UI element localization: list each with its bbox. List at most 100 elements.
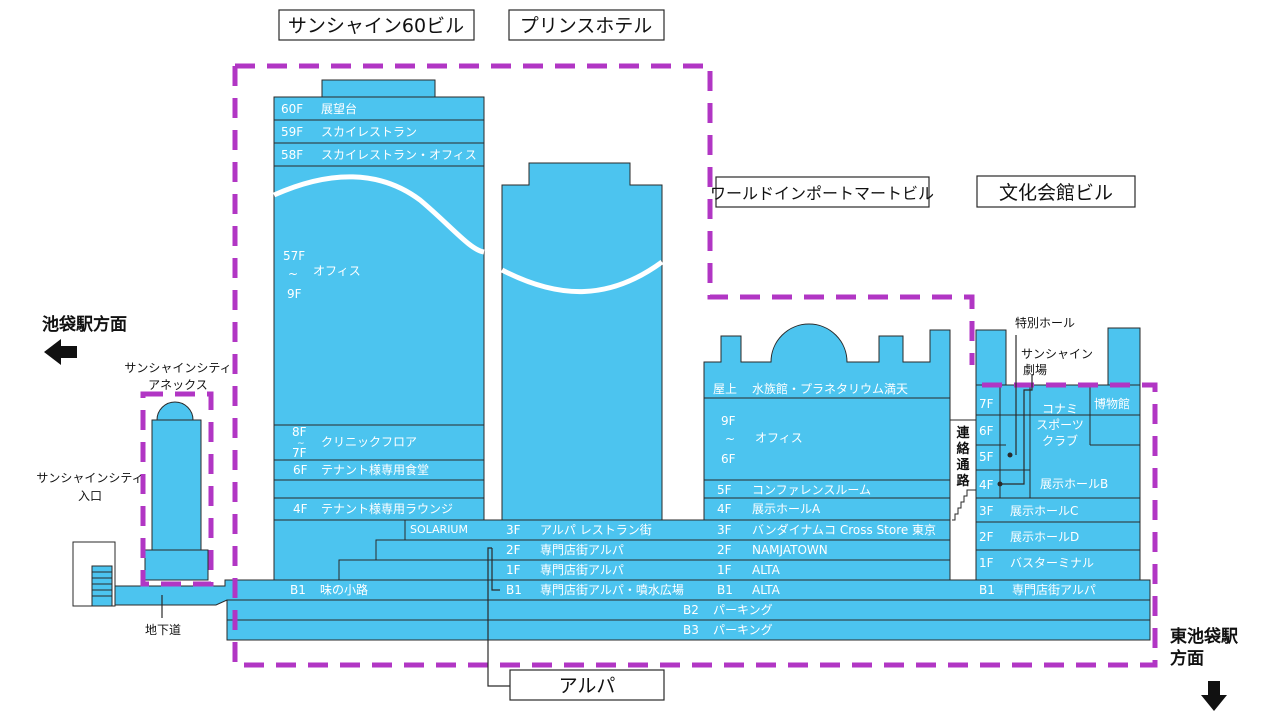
s60-f9: 9F <box>287 287 302 301</box>
alpa-f2-name: 専門店街アルパ <box>540 543 624 557</box>
bunka-f3: 3F <box>979 504 994 518</box>
s60-f6-name: テナント様専用食堂 <box>321 462 429 477</box>
wim-roof: 屋上 <box>713 382 737 396</box>
s60-f60-name: 展望台 <box>321 101 357 116</box>
wim-b1-name: ALTA <box>752 583 781 597</box>
alpa-b1-name: 専門店街アルパ・噴水広場 <box>540 583 684 597</box>
wim-f2: 2F <box>717 543 732 557</box>
boxed-labels: サンシャイン60ビル プリンスホテル ワールドインポートマートビル 文化会館ビル… <box>278 9 1136 701</box>
wim-f1: 1F <box>717 563 732 577</box>
s60-clinic: クリニックフロア <box>321 435 417 449</box>
connector-passage <box>949 419 977 581</box>
callout-dot-theater <box>997 481 1003 487</box>
direction-labels: 池袋駅方面 東池袋駅 方面 <box>42 314 1239 711</box>
label-higashi-2: 方面 <box>1170 648 1204 669</box>
alpa-2f-block <box>375 539 951 561</box>
wim-f6: 6F <box>721 452 736 466</box>
bunka-f5: 5F <box>979 450 994 464</box>
wim-floors: 屋上 水族館・プラネタリウム満天 9F ~ 6F オフィス 5F コンファレンス… <box>713 381 936 597</box>
solarium-label: SOLARIUM <box>410 523 468 536</box>
label-prince-hotel: プリンスホテル <box>520 15 653 37</box>
s60-tilde: ~ <box>288 267 298 281</box>
s60-office: オフィス <box>313 264 361 278</box>
annex-tower <box>151 419 202 551</box>
alpa-floors: 3F アルパ レストラン街 2F 専門店街アルパ 1F 専門店街アルパ B1 専… <box>506 523 684 597</box>
bunka-tower-left <box>975 329 1007 386</box>
s60-f4-name: テナント様専用ラウンジ <box>321 502 453 516</box>
s60-tilde-2: ~ <box>297 439 305 449</box>
bunka-f3-name: 展示ホールC <box>1010 504 1078 518</box>
s60-f60: 60F <box>281 102 303 116</box>
label-bunka-kaikan: 文化会館ビル <box>999 182 1113 204</box>
renraku-char: 連 <box>956 425 970 441</box>
s60-f57: 57F <box>283 249 305 263</box>
arrow-left-icon <box>44 339 77 365</box>
wim-f3: 3F <box>717 523 732 537</box>
wim-f4-name: 展示ホールA <box>752 502 821 516</box>
bunka-b1: B1 <box>979 583 995 597</box>
entrance-building <box>72 541 116 607</box>
bunka-hall-b: 展示ホールB <box>1040 477 1108 491</box>
s60-f6: 6F <box>293 463 308 477</box>
alpa-b1: B1 <box>506 583 522 597</box>
label-alpa: アルパ <box>559 675 616 697</box>
bunka-konami-3: クラブ <box>1042 433 1078 448</box>
bunka-konami-2: スポーツ <box>1036 418 1084 432</box>
s60-f8: 8F <box>292 425 307 439</box>
alpa-1f-block <box>338 559 951 581</box>
alpa-f2: 2F <box>506 543 521 557</box>
label-annex-2: アネックス <box>148 378 208 392</box>
arrow-down-icon <box>1201 681 1227 711</box>
renraku-label: 連 絡 通 路 <box>956 425 970 489</box>
bunka-f2: 2F <box>979 530 994 544</box>
annex-dome <box>156 401 194 421</box>
prince-hotel-shape <box>501 162 663 521</box>
building-shapes <box>91 79 1151 641</box>
annex-base <box>144 549 209 581</box>
s60-floors: 60F 展望台 59F スカイレストラン 58F スカイレストラン・オフィス 5… <box>281 101 477 597</box>
s60-f59: 59F <box>281 125 303 139</box>
renraku-char: 絡 <box>956 441 970 457</box>
parking-b2-name: パーキング <box>713 603 773 617</box>
s60-f4: 4F <box>293 502 308 516</box>
bunka-museum: 博物館 <box>1094 396 1130 411</box>
bunka-f1: 1F <box>979 556 994 570</box>
s60-rooftop <box>321 79 436 99</box>
parking-floors: B2 パーキング B3 パーキング <box>683 603 773 637</box>
alpa-f3: 3F <box>506 523 521 537</box>
prince-wave <box>500 259 664 294</box>
bunka-body <box>975 384 1141 581</box>
bunka-f7: 7F <box>979 397 994 411</box>
wim-f1-name: ALTA <box>752 563 781 577</box>
wim-f5-name: コンファレンスルーム <box>752 483 871 497</box>
label-higashi-1: 東池袋駅 <box>1170 626 1239 647</box>
renraku-char: 通 <box>956 457 969 473</box>
label-tokubetsu-hall: 特別ホール <box>1015 315 1075 330</box>
parking-b3: B3 <box>683 623 699 637</box>
wim-f2-name: NAMJATOWN <box>752 543 828 557</box>
renraku-char: 路 <box>956 473 970 489</box>
dashed-outlines <box>140 63 1158 668</box>
dashed-annex <box>140 391 214 587</box>
s60-b1-name: 味の小路 <box>320 582 368 597</box>
bunka-f1-name: バスターミナル <box>1010 556 1094 570</box>
bunka-floors: 7F 6F 5F 4F コナミ スポーツ クラブ 博物館 展示ホールB 3F 展… <box>979 396 1130 597</box>
bunka-konami-1: コナミ <box>1042 402 1078 416</box>
label-entrance-1: サンシャインシティ <box>36 471 143 485</box>
floor-dividers <box>274 119 1140 551</box>
s60-f7: 7F <box>292 446 307 460</box>
alpa-f1-name: 専門店街アルパ <box>540 563 624 577</box>
label-annex-1: サンシャインシティ <box>124 361 231 375</box>
label-world-import: ワールドインポートマートビル <box>710 184 934 203</box>
s60-wave <box>272 174 485 255</box>
parking-b2: B2 <box>683 603 699 617</box>
dashed-main <box>235 63 975 365</box>
label-underpass: 地下道 <box>145 623 181 637</box>
s60-tower <box>273 96 485 581</box>
wim-office: オフィス <box>755 431 803 445</box>
wim-b1: B1 <box>717 583 733 597</box>
alpa-f3-name: アルパ レストラン街 <box>540 523 652 537</box>
bunka-tower-right <box>1107 327 1141 386</box>
bunka-f6: 6F <box>979 424 994 438</box>
